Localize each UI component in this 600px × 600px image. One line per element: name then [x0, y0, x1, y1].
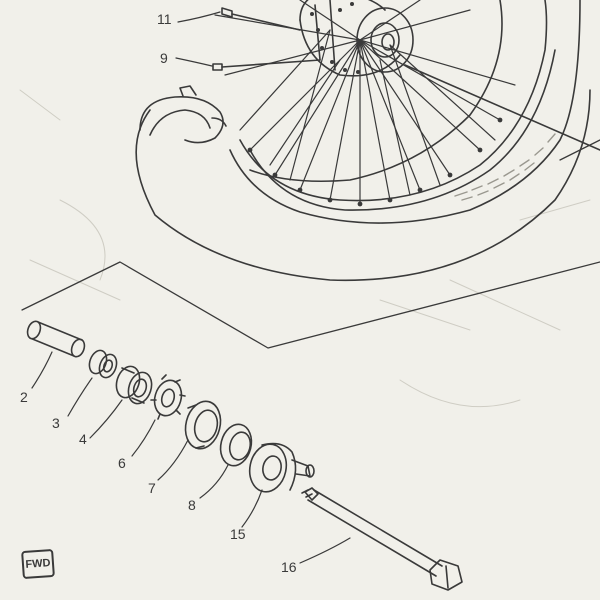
callout-label-3: 3: [52, 415, 60, 431]
callout-label-8: 8: [188, 497, 196, 513]
spokes: [214, 0, 516, 206]
part-2-spacer-tube: [26, 320, 86, 358]
part-3-collar: [88, 349, 118, 379]
part-8-oil-seal: [219, 423, 253, 467]
callout-label-16: 16: [281, 559, 297, 575]
callout-label-4: 4: [79, 431, 87, 447]
callout-label-15: 15: [230, 526, 246, 542]
part-6-drive-plate: [150, 374, 186, 420]
sub-assembly-outline: [21, 139, 600, 349]
wheel-hub: [299, 0, 414, 77]
part-7-oil-seal: [184, 400, 222, 450]
fwd-direction-badge: FWD: [21, 548, 55, 580]
hub-spoke-holes: [310, 2, 360, 74]
spoke-nipples: [247, 117, 503, 207]
callout-label-2: 2: [20, 389, 28, 405]
callout-leader-lines: [31, 11, 351, 564]
rim: [239, 0, 556, 211]
part-15-speedometer-gear-unit: [248, 442, 315, 493]
tire: [135, 0, 591, 282]
axis-leader-line: [404, 64, 600, 151]
tire-tread: [454, 133, 556, 201]
callout-label-6: 6: [118, 455, 126, 471]
callout-label-9: 9: [160, 50, 168, 66]
callout-label-7: 7: [148, 480, 156, 496]
background-ghost-lines: [19, 89, 591, 408]
part-4-bearing: [115, 365, 153, 405]
spoke-part-9: [212, 59, 321, 71]
spoke-part-11: [221, 7, 301, 31]
callout-label-11: 11: [157, 11, 172, 27]
part-16-axle: [301, 487, 463, 591]
